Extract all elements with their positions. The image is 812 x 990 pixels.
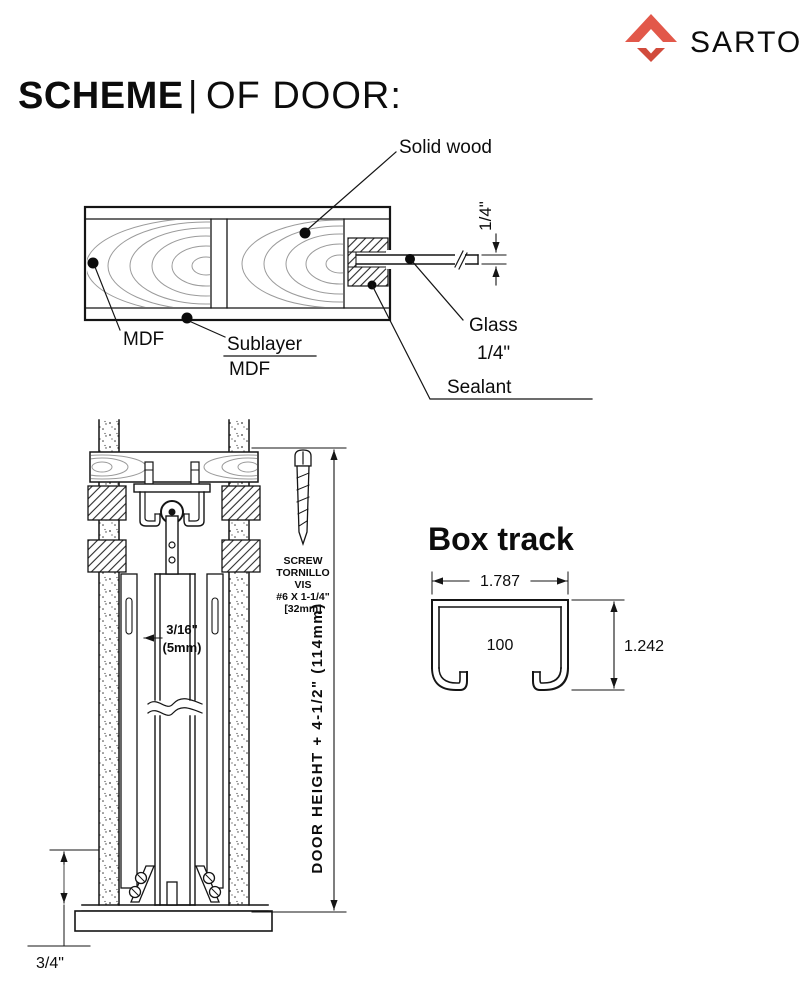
page-title-separator: | <box>188 73 197 114</box>
box-track-height-dim-label: 1.242 <box>624 638 664 655</box>
screw-note-line2: TORNILLO <box>276 567 329 579</box>
floor-clearance-dimension: 3/4" <box>27 849 99 972</box>
floor-base <box>74 904 273 932</box>
brand-logo-mark-top <box>625 14 677 42</box>
gap-dim-value: 3/16" <box>166 622 197 637</box>
box-track-diagram: Box track 100 1.787 <box>428 521 664 691</box>
page-title: SCHEME | OF DOOR: <box>18 73 402 117</box>
gap-dimension: 3/16" (5mm) <box>143 622 202 655</box>
callout-dot-mdf <box>87 257 99 269</box>
header-beam <box>89 451 259 483</box>
label-glass: Glass <box>469 315 518 336</box>
bottom-guide <box>128 865 222 906</box>
label-sublayer: Sublayer <box>227 334 303 355</box>
track-assembly <box>133 461 211 575</box>
door-mechanism-diagram: SCREW TORNILLO VIS #6 X 1-1/4" [32mm] 3/… <box>27 419 347 972</box>
gap-dim-mm: (5mm) <box>162 640 201 655</box>
screw-detail <box>294 449 312 547</box>
door-break-mark <box>147 698 203 707</box>
wood-grain-right <box>241 220 343 307</box>
floor-clearance-dim-label: 3/4" <box>36 955 64 972</box>
page-title-light: OF DOOR: <box>206 75 402 117</box>
wood-grain-left <box>87 220 210 307</box>
glass-break-mark <box>454 250 464 268</box>
box-track-height-dimension: 1.242 <box>571 599 664 691</box>
page-title-bold: SCHEME <box>18 75 184 117</box>
door-slab <box>147 573 203 906</box>
screw-note-line4: #6 X 1-1/4" <box>276 591 329 603</box>
brand-wordmark: SARTO <box>690 26 802 59</box>
door-cross-section-diagram: 1/4" Solid wood MDF Sublayer MDF Glass 1… <box>83 137 593 400</box>
door-height-dim-label: DOOR HEIGHT + 4-1/2" (114mm) <box>309 602 326 873</box>
glass-pane <box>355 250 479 270</box>
screw-note-line5: [32mm] <box>284 603 321 615</box>
box-track-profile <box>430 599 570 691</box>
door-height-dimension: DOOR HEIGHT + 4-1/2" (114mm) <box>251 447 347 913</box>
brand-logo-mark-bottom <box>637 48 665 62</box>
sealant-hatch <box>347 237 389 287</box>
box-track-width-dim-label: 1.787 <box>480 573 520 590</box>
glass-thickness-dimension: 1/4" <box>476 201 507 286</box>
casing-blocks <box>87 485 261 573</box>
trim-boards <box>120 573 224 889</box>
label-solid-wood: Solid wood <box>399 137 492 158</box>
box-track-width-dimension: 1.787 <box>431 571 569 595</box>
screw-note-line1: SCREW <box>283 555 322 567</box>
callout-dot-solid-wood <box>299 227 311 239</box>
label-sealant: Sealant <box>447 377 512 398</box>
screw-note: SCREW TORNILLO VIS #6 X 1-1/4" [32mm] <box>276 555 329 615</box>
screw-note-line3: VIS <box>295 579 312 591</box>
label-mdf: MDF <box>123 329 164 350</box>
box-track-inner-label: 100 <box>487 637 514 654</box>
box-track-title: Box track <box>428 521 574 557</box>
brand-logo: SARTO <box>625 14 802 62</box>
glass-thickness-dim-label: 1/4" <box>476 201 495 231</box>
label-glass-size: 1/4" <box>477 343 510 364</box>
label-sublayer-mdf: MDF <box>229 359 270 380</box>
